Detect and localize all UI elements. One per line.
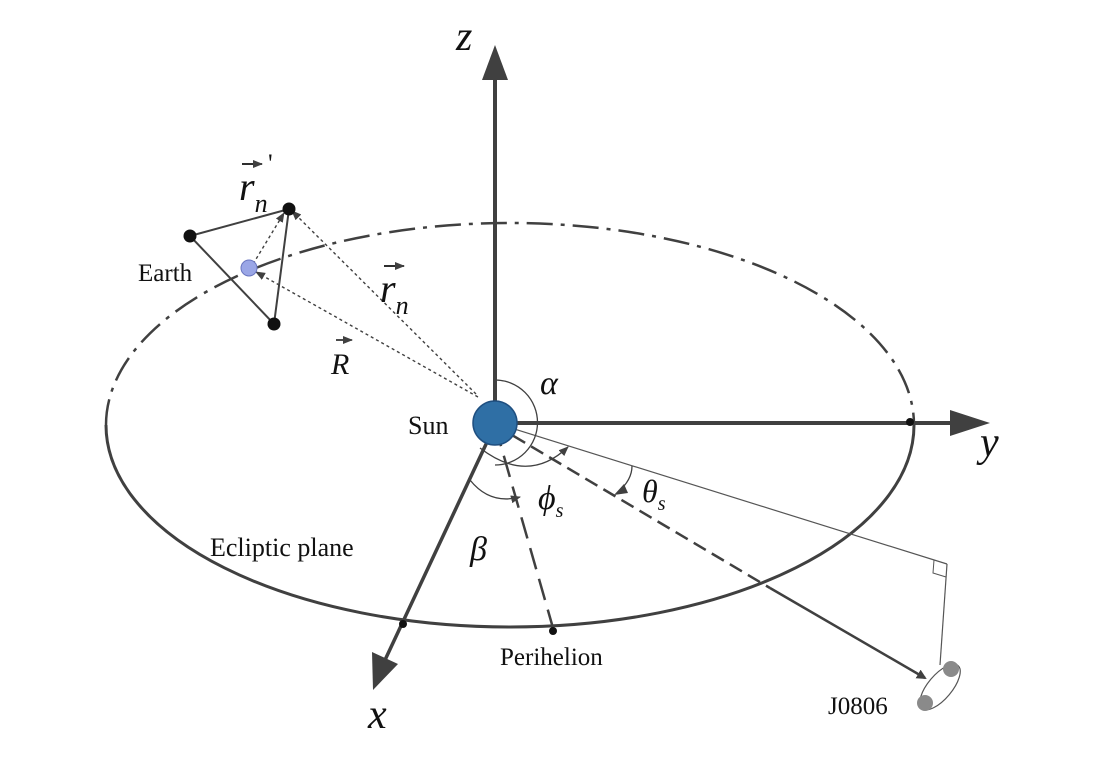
rn-subscript: n — [396, 291, 409, 320]
satellite-triangle — [188, 207, 291, 327]
phi-subscript: s — [556, 500, 564, 522]
orbit-front-half — [104, 424, 916, 629]
vector-rn-prime — [249, 212, 285, 270]
source-projection-dashed — [494, 423, 771, 590]
beta-label: β — [469, 531, 487, 568]
source-projection-solid — [769, 586, 927, 680]
y-axis-label: y — [976, 420, 999, 466]
phi-label: ϕs — [538, 480, 564, 522]
orbit-x-intersection — [399, 620, 407, 628]
x-axis-label: x — [367, 692, 387, 738]
ecliptic-plane-label: Ecliptic plane — [210, 533, 354, 562]
phi-angle-arc — [479, 446, 569, 467]
source-label: J0806 — [828, 693, 888, 720]
beta-angle-arc — [469, 479, 521, 504]
theta-arc-arrowhead — [614, 484, 628, 495]
x-axis-arrowhead — [372, 652, 398, 690]
right-angle-mark — [932, 559, 947, 578]
source-direction-line — [494, 422, 948, 565]
satellite-1 — [183, 229, 197, 243]
vector-rn-prime-label: rn ' — [239, 149, 273, 218]
svg-text:rn: rn — [239, 164, 268, 218]
vector-R — [255, 271, 479, 398]
perihelion-line — [493, 424, 555, 629]
theta-subscript: s — [658, 493, 666, 515]
source-star-2 — [917, 695, 933, 711]
sun-disc — [472, 400, 518, 446]
z-axis-label: z — [455, 14, 472, 60]
alpha-label: α — [540, 365, 559, 402]
orbit-back-half — [104, 221, 916, 426]
rn-prime-subscript: n — [255, 189, 268, 218]
y-axis-arrowhead — [950, 410, 990, 436]
perihelion-point — [549, 627, 557, 635]
sun-label: Sun — [408, 411, 448, 440]
z-axis-arrowhead — [482, 45, 508, 80]
vector-rn — [291, 210, 477, 395]
source-drop-line — [939, 563, 948, 666]
earth-label: Earth — [138, 260, 193, 287]
vector-rn-label: rn — [380, 262, 409, 320]
satellite-2 — [282, 202, 296, 216]
vector-R-label: R — [330, 336, 353, 381]
orbit-y-intersection — [906, 418, 914, 426]
svg-text:rn: rn — [380, 266, 409, 320]
source-star-1 — [943, 661, 959, 677]
earth-dot — [240, 259, 258, 277]
satellite-3 — [267, 317, 281, 331]
rn-prime-superscript: ' — [268, 149, 273, 178]
svg-text:R: R — [330, 348, 349, 381]
perihelion-label: Perihelion — [500, 644, 603, 671]
theta-label: θs — [642, 473, 666, 515]
alpha-angle-arc — [494, 379, 539, 466]
